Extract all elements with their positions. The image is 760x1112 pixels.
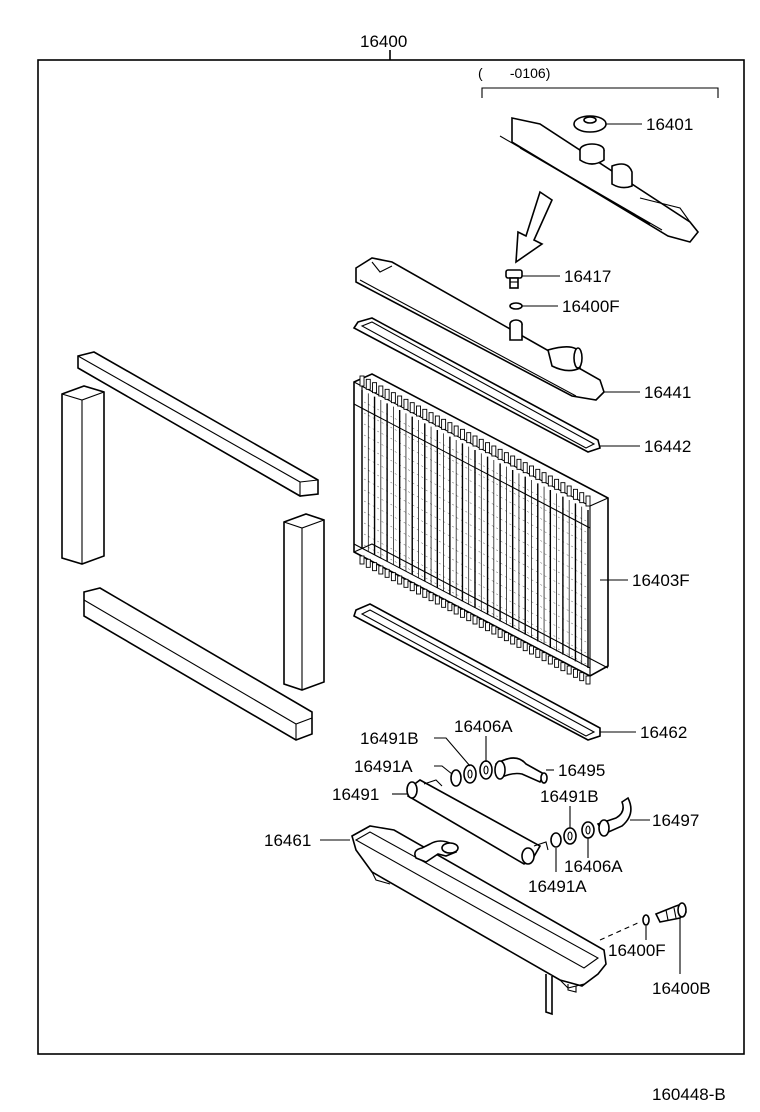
callout-16442: 16442 (644, 437, 691, 456)
radiator-cap-16401 (573, 115, 607, 165)
callout-16491A-lower: 16491A (528, 877, 587, 896)
callout-16495: 16495 (558, 761, 605, 780)
date-note: ( -0106) (478, 65, 550, 81)
callout-16441: 16441 (644, 383, 691, 402)
lower-tank-16461 (351, 825, 607, 1016)
callout-16417: 16417 (564, 267, 611, 286)
seal-top-bar (77, 351, 319, 497)
leader-16491B-upper (434, 737, 471, 767)
washer-16491A-lower (550, 832, 562, 848)
washer-16491A-upper (450, 769, 462, 787)
leader-16491A-upper (434, 765, 453, 775)
drain-dashed-line (599, 921, 641, 941)
core-fins (359, 375, 591, 685)
callout-16462: 16462 (640, 723, 687, 742)
o-ring-16400F-bottom (642, 914, 650, 926)
diagram-frame (37, 59, 745, 1055)
seal-right-column (283, 513, 325, 691)
callout-16400F-top: 16400F (562, 297, 620, 316)
supersession-arrow (515, 190, 554, 264)
figure-code: 160448-B (652, 1085, 726, 1104)
washer-16491B-upper (463, 764, 477, 784)
callout-16403F: 16403F (632, 571, 690, 590)
gasket-16462 (353, 603, 601, 741)
callout-16461: 16461 (264, 831, 311, 850)
callout-16491B-upper: 16491B (360, 729, 419, 748)
o-ring-16400F-top (509, 302, 523, 310)
old-upper-tank (499, 117, 700, 243)
callout-16400B: 16400B (652, 979, 711, 998)
callout-16406A-lower: 16406A (564, 857, 623, 876)
date-bracket (481, 87, 719, 98)
oil-cooler-tube-16491 (406, 779, 549, 865)
hose-16495 (494, 757, 548, 784)
seal-left-column (61, 385, 105, 565)
drain-cock-16400B (654, 902, 687, 923)
nut-16406A-lower (581, 821, 595, 839)
callout-16491: 16491 (332, 785, 379, 804)
nut-16406A-upper (479, 760, 493, 780)
callout-16401: 16401 (646, 115, 693, 134)
callout-16491B-lower: 16491B (540, 787, 599, 806)
assembly-label: 16400 (360, 32, 407, 51)
plug-16417 (505, 269, 523, 289)
seal-bottom-bar (83, 587, 313, 741)
callout-16491A-upper: 16491A (354, 757, 413, 776)
callout-16497: 16497 (652, 811, 699, 830)
washer-16491B-lower (563, 827, 577, 845)
gasket-16442 (352, 317, 601, 453)
callout-16400F-bottom: 16400F (608, 941, 666, 960)
hose-16497 (596, 796, 632, 837)
callout-16406A-upper: 16406A (454, 717, 513, 736)
